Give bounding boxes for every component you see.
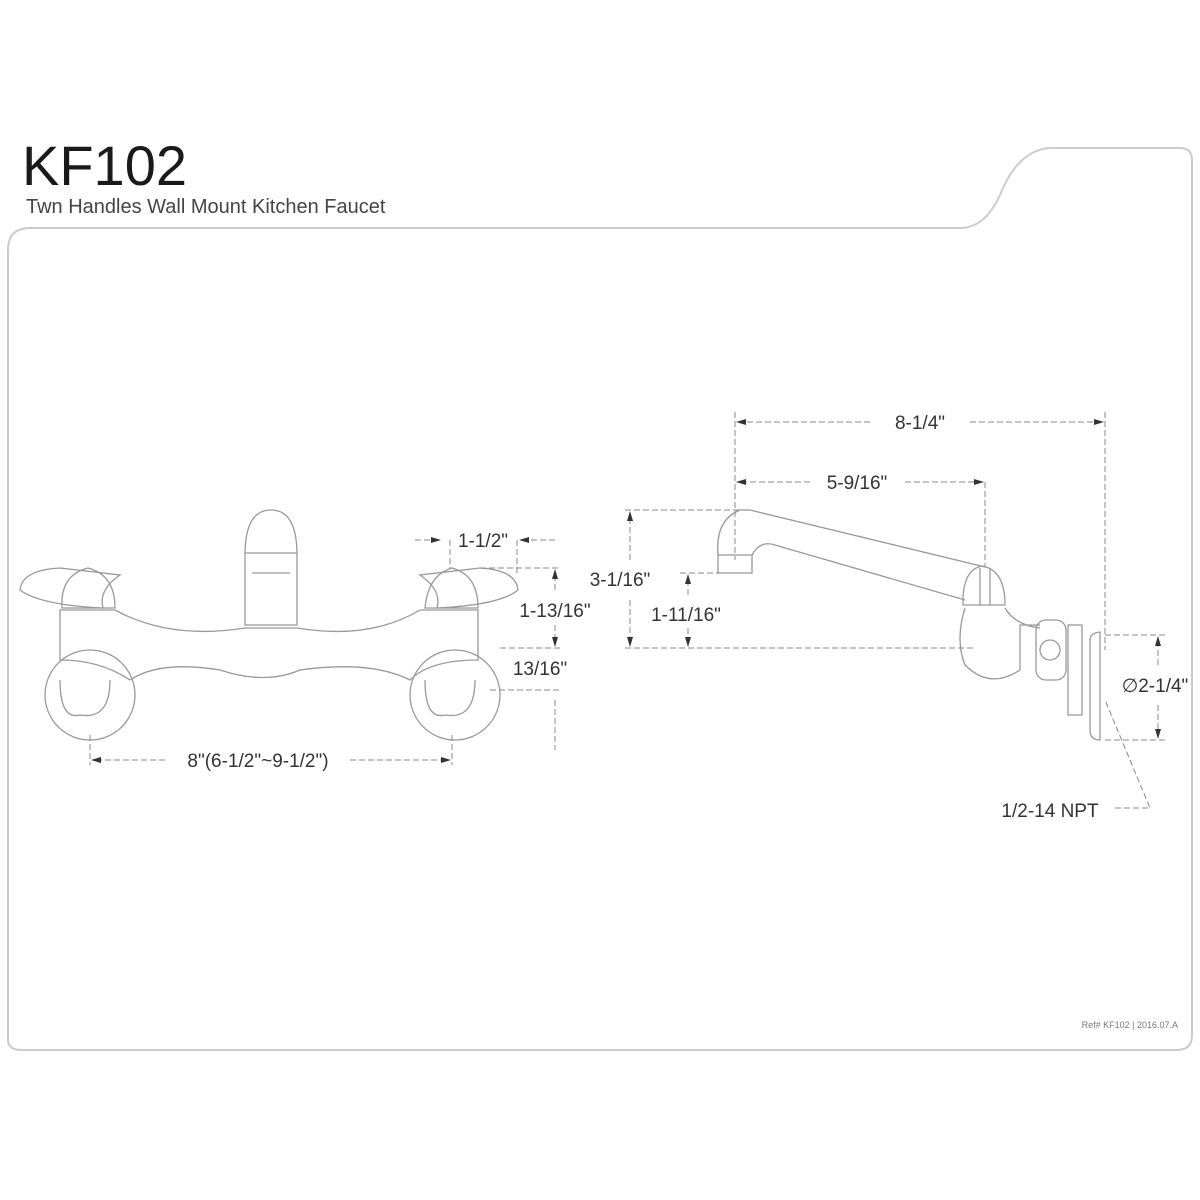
- spout-reach-label: 5-9/16": [827, 473, 888, 494]
- dimension-heights: 3-1/16" 1-11/16": [590, 509, 975, 649]
- dimension-spout-reach: 5-9/16": [736, 473, 986, 566]
- sheet-frame: [7, 147, 1193, 1051]
- overall-height-label: 3-1/16": [590, 570, 651, 591]
- escutcheon-offset-label: 13/16": [513, 659, 567, 680]
- dimension-overall-reach: 8-1/4": [734, 412, 1106, 650]
- dimension-handle-height: 1-13/16" 13/16": [480, 567, 591, 750]
- front-view-faucet: [19, 509, 519, 741]
- model-number: KF102: [22, 134, 187, 197]
- reference-number: Ref# KF102 | 2016.07.A: [1082, 1020, 1178, 1030]
- center-spread-label: 8"(6-1/2"~9-1/2"): [187, 751, 328, 772]
- handle-width-label: 1-1/2": [458, 531, 508, 552]
- dimension-handle-width: 1-1/2": [415, 531, 555, 575]
- overall-reach-label: 8-1/4": [895, 413, 945, 434]
- side-view-faucet: [717, 509, 1101, 741]
- dimension-center-spread: 8"(6-1/2"~9-1/2"): [89, 735, 453, 772]
- handle-height-label: 1-13/16": [519, 601, 590, 622]
- spout-clearance-label: 1-11/16": [651, 605, 721, 626]
- product-description: Twn Handles Wall Mount Kitchen Faucet: [26, 196, 386, 218]
- dimension-flange-diameter: ∅2-1/4": [1105, 634, 1189, 741]
- connection-callout: 1/2-14 NPT: [1001, 699, 1151, 822]
- flange-diameter-label: ∅2-1/4": [1122, 676, 1189, 697]
- connection-label: 1/2-14 NPT: [1001, 801, 1099, 822]
